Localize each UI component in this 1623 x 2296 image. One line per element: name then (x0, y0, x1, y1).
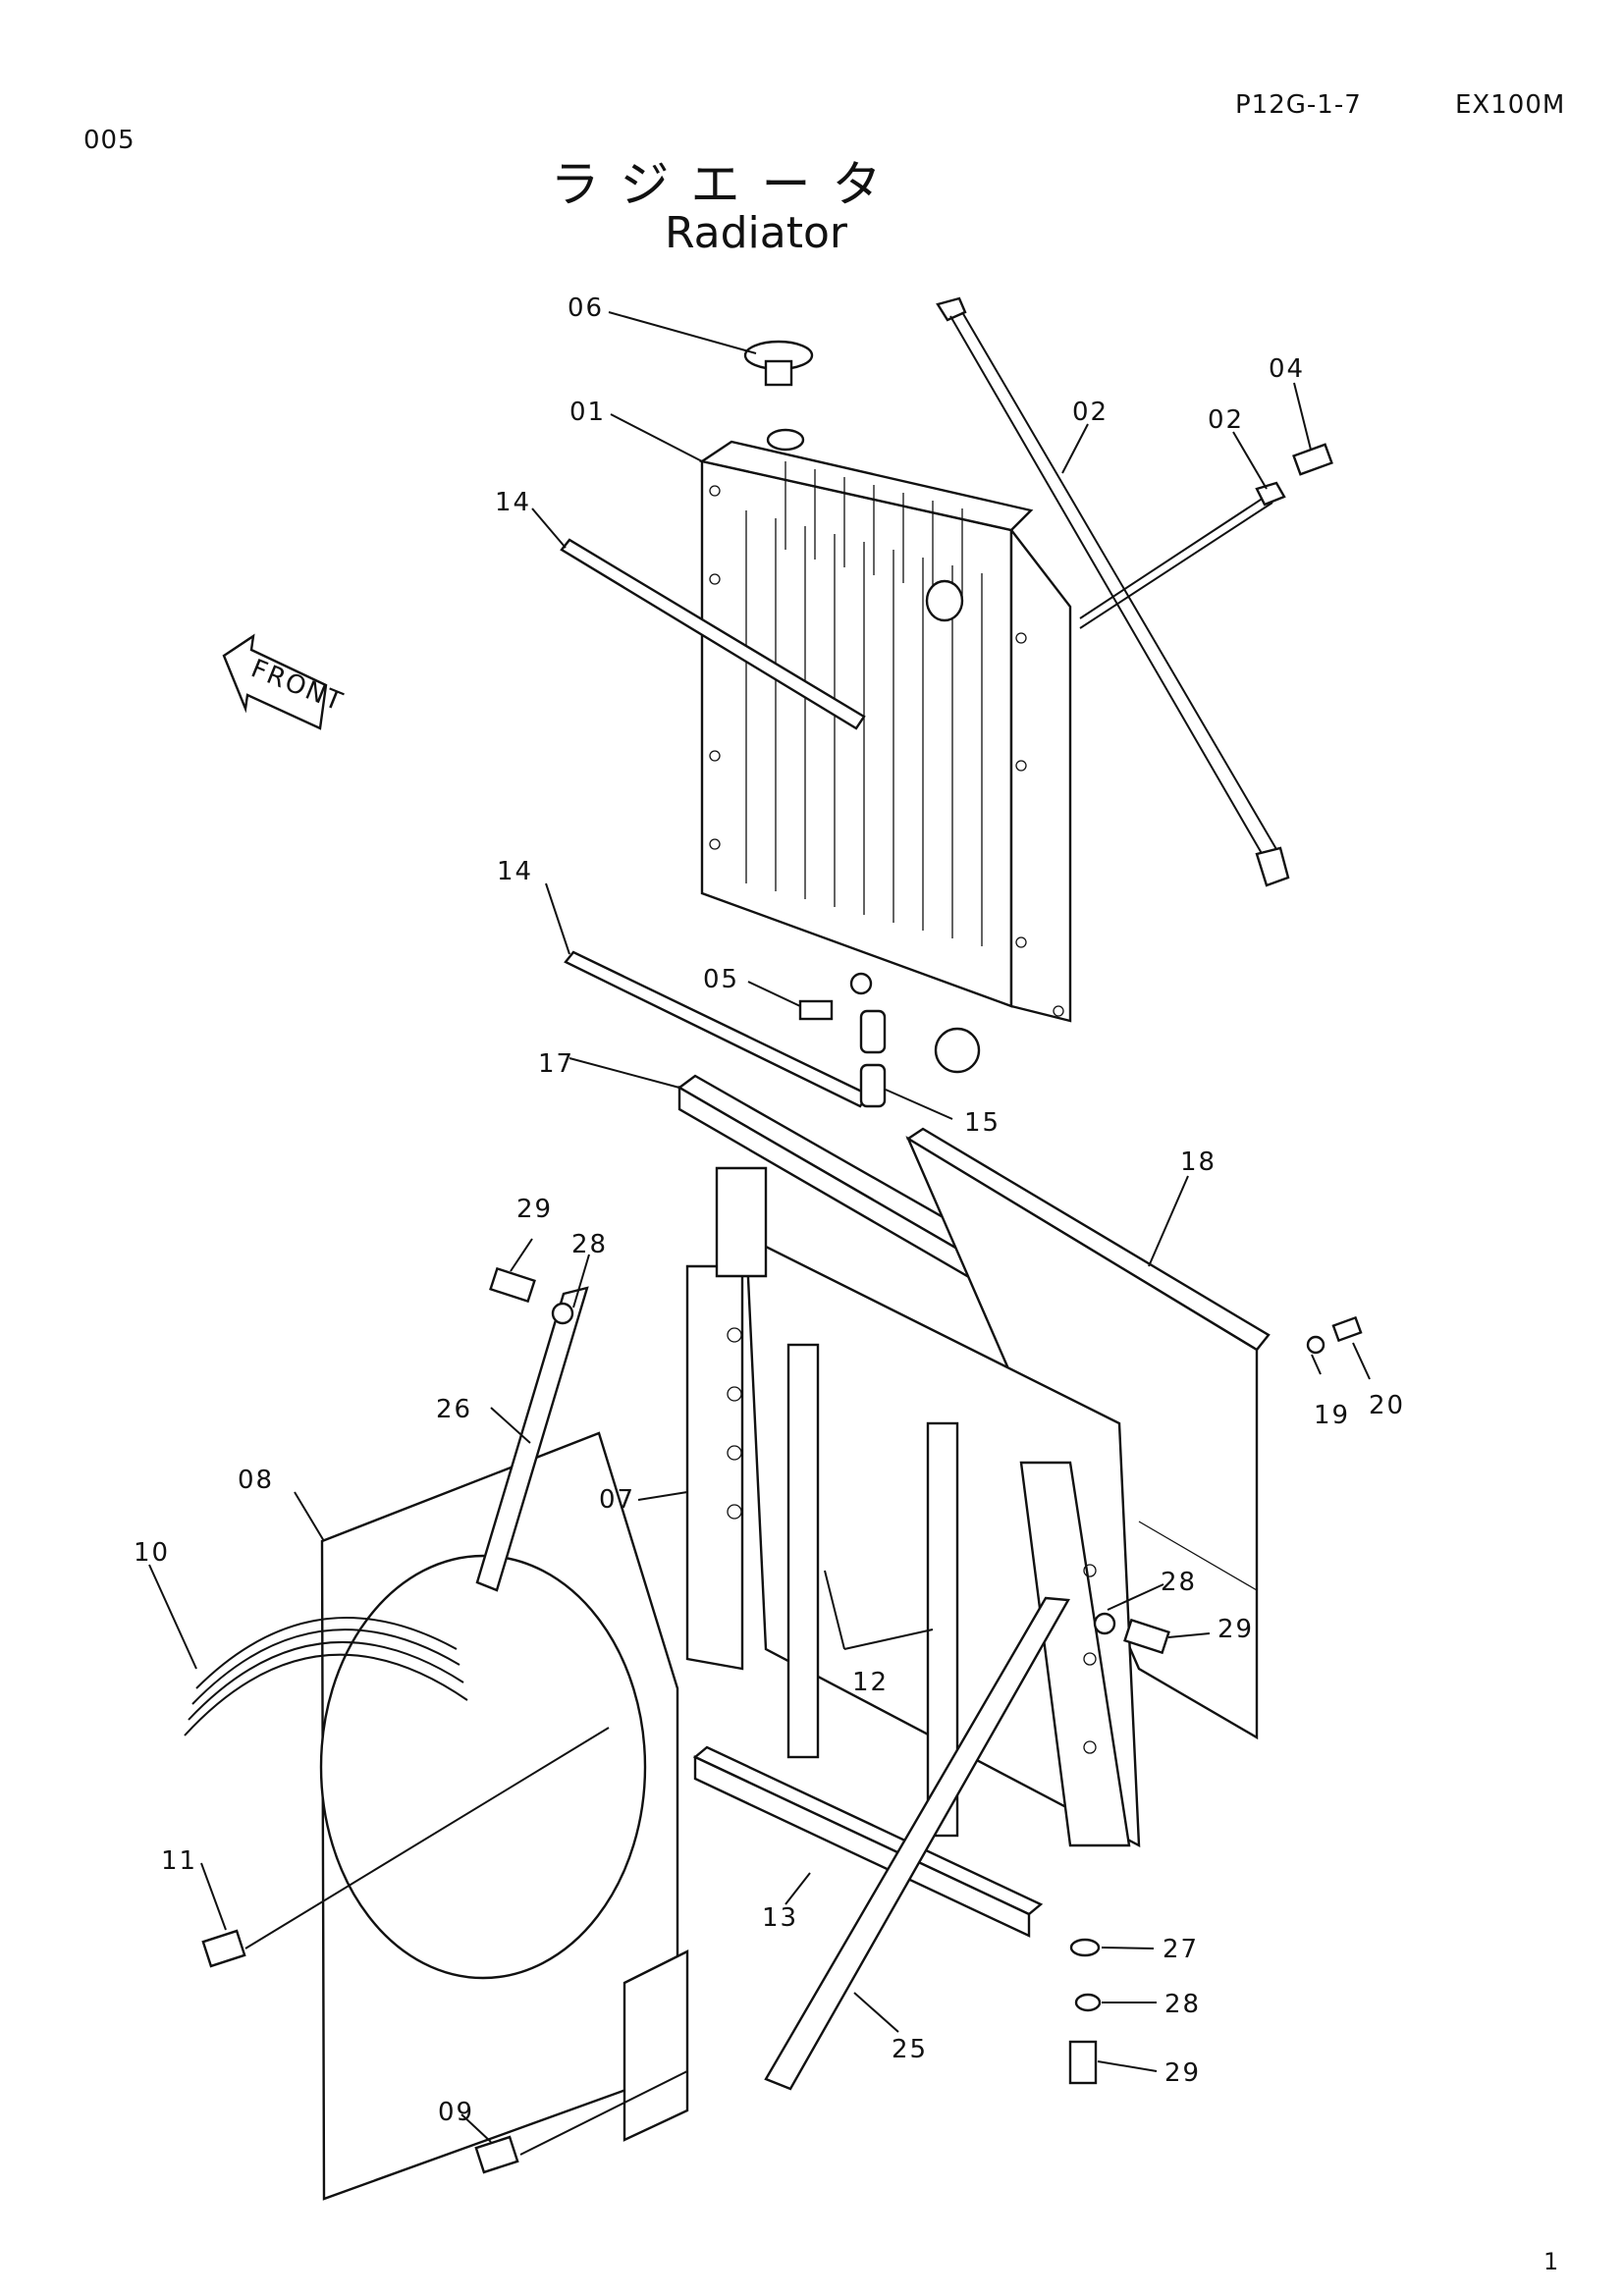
callout-28c: 28 (1164, 1990, 1201, 2019)
callout-28b: 28 (1161, 1568, 1197, 1597)
callout-29c: 29 (1164, 2058, 1201, 2088)
callout-26: 26 (436, 1395, 472, 1424)
callout-29b: 29 (1217, 1615, 1254, 1644)
leader-lines (148, 311, 1371, 2156)
callout-07: 07 (599, 1485, 635, 1515)
callout-17: 17 (538, 1049, 574, 1079)
title-english: Radiator (665, 208, 847, 258)
callout-13: 13 (762, 1903, 798, 1933)
callout-02a: 02 (1072, 398, 1109, 427)
callouts: 06 01 02 02 04 14 14 05 17 15 18 29 28 1… (134, 294, 1405, 2127)
callout-15: 15 (964, 1108, 1001, 1138)
bolt-icon (1068, 2040, 1098, 2085)
model-code: EX100M (1455, 90, 1566, 120)
callout-10: 10 (134, 1538, 170, 1568)
bolt-icon (201, 1929, 246, 1968)
callout-02b: 02 (1208, 405, 1244, 435)
callout-06: 06 (568, 294, 604, 323)
callout-27: 27 (1163, 1935, 1199, 1964)
callout-05: 05 (703, 965, 739, 994)
title-japanese: ラジエータ (550, 156, 903, 213)
bolt-icon (489, 1266, 536, 1304)
callout-14b: 14 (497, 857, 533, 886)
bolt-icon (474, 2135, 519, 2174)
shroud-stays (475, 1286, 1070, 2091)
callout-25: 25 (892, 2035, 928, 2064)
fan-guard (184, 1617, 468, 1736)
callout-09: 09 (438, 2098, 474, 2127)
callout-28a: 28 (571, 1230, 608, 1259)
washer-icon (551, 1302, 574, 1325)
page-code: P12G-1-7 (1235, 90, 1362, 120)
callout-04: 04 (1269, 354, 1305, 384)
sheet-code: 005 (83, 126, 135, 155)
fan-shroud (319, 1431, 689, 2201)
wing-bolt-icon (1331, 1315, 1363, 1343)
seal-strip-upper (560, 538, 866, 730)
callout-11: 11 (161, 1846, 197, 1876)
washer-icon (1306, 1335, 1325, 1355)
callout-12: 12 (852, 1668, 889, 1697)
callout-29a: 29 (516, 1195, 553, 1224)
drain-cock-icon (798, 972, 873, 1021)
seal-block-13 (692, 1745, 1044, 1916)
callout-19: 19 (1314, 1401, 1350, 1430)
washer-icon (1069, 1938, 1101, 1957)
callout-20: 20 (1369, 1391, 1405, 1420)
front-arrow-icon: FRONT (222, 633, 348, 730)
hose-icon (859, 1009, 887, 1108)
callout-08: 08 (238, 1466, 274, 1495)
brace-12a (786, 1343, 820, 1759)
stay-rods (936, 296, 1290, 887)
radiator-cap-icon (743, 340, 814, 387)
washer-icon (1093, 1612, 1116, 1635)
callout-18: 18 (1180, 1148, 1217, 1177)
radiator-core (698, 428, 1072, 1074)
callout-14a: 14 (495, 488, 531, 517)
washer-icon (1074, 1993, 1102, 2012)
page-number: 1 (1543, 2248, 1559, 2275)
bolt-icon (1123, 1618, 1170, 1655)
callout-01: 01 (569, 398, 606, 427)
bolt-icon (1292, 443, 1333, 476)
